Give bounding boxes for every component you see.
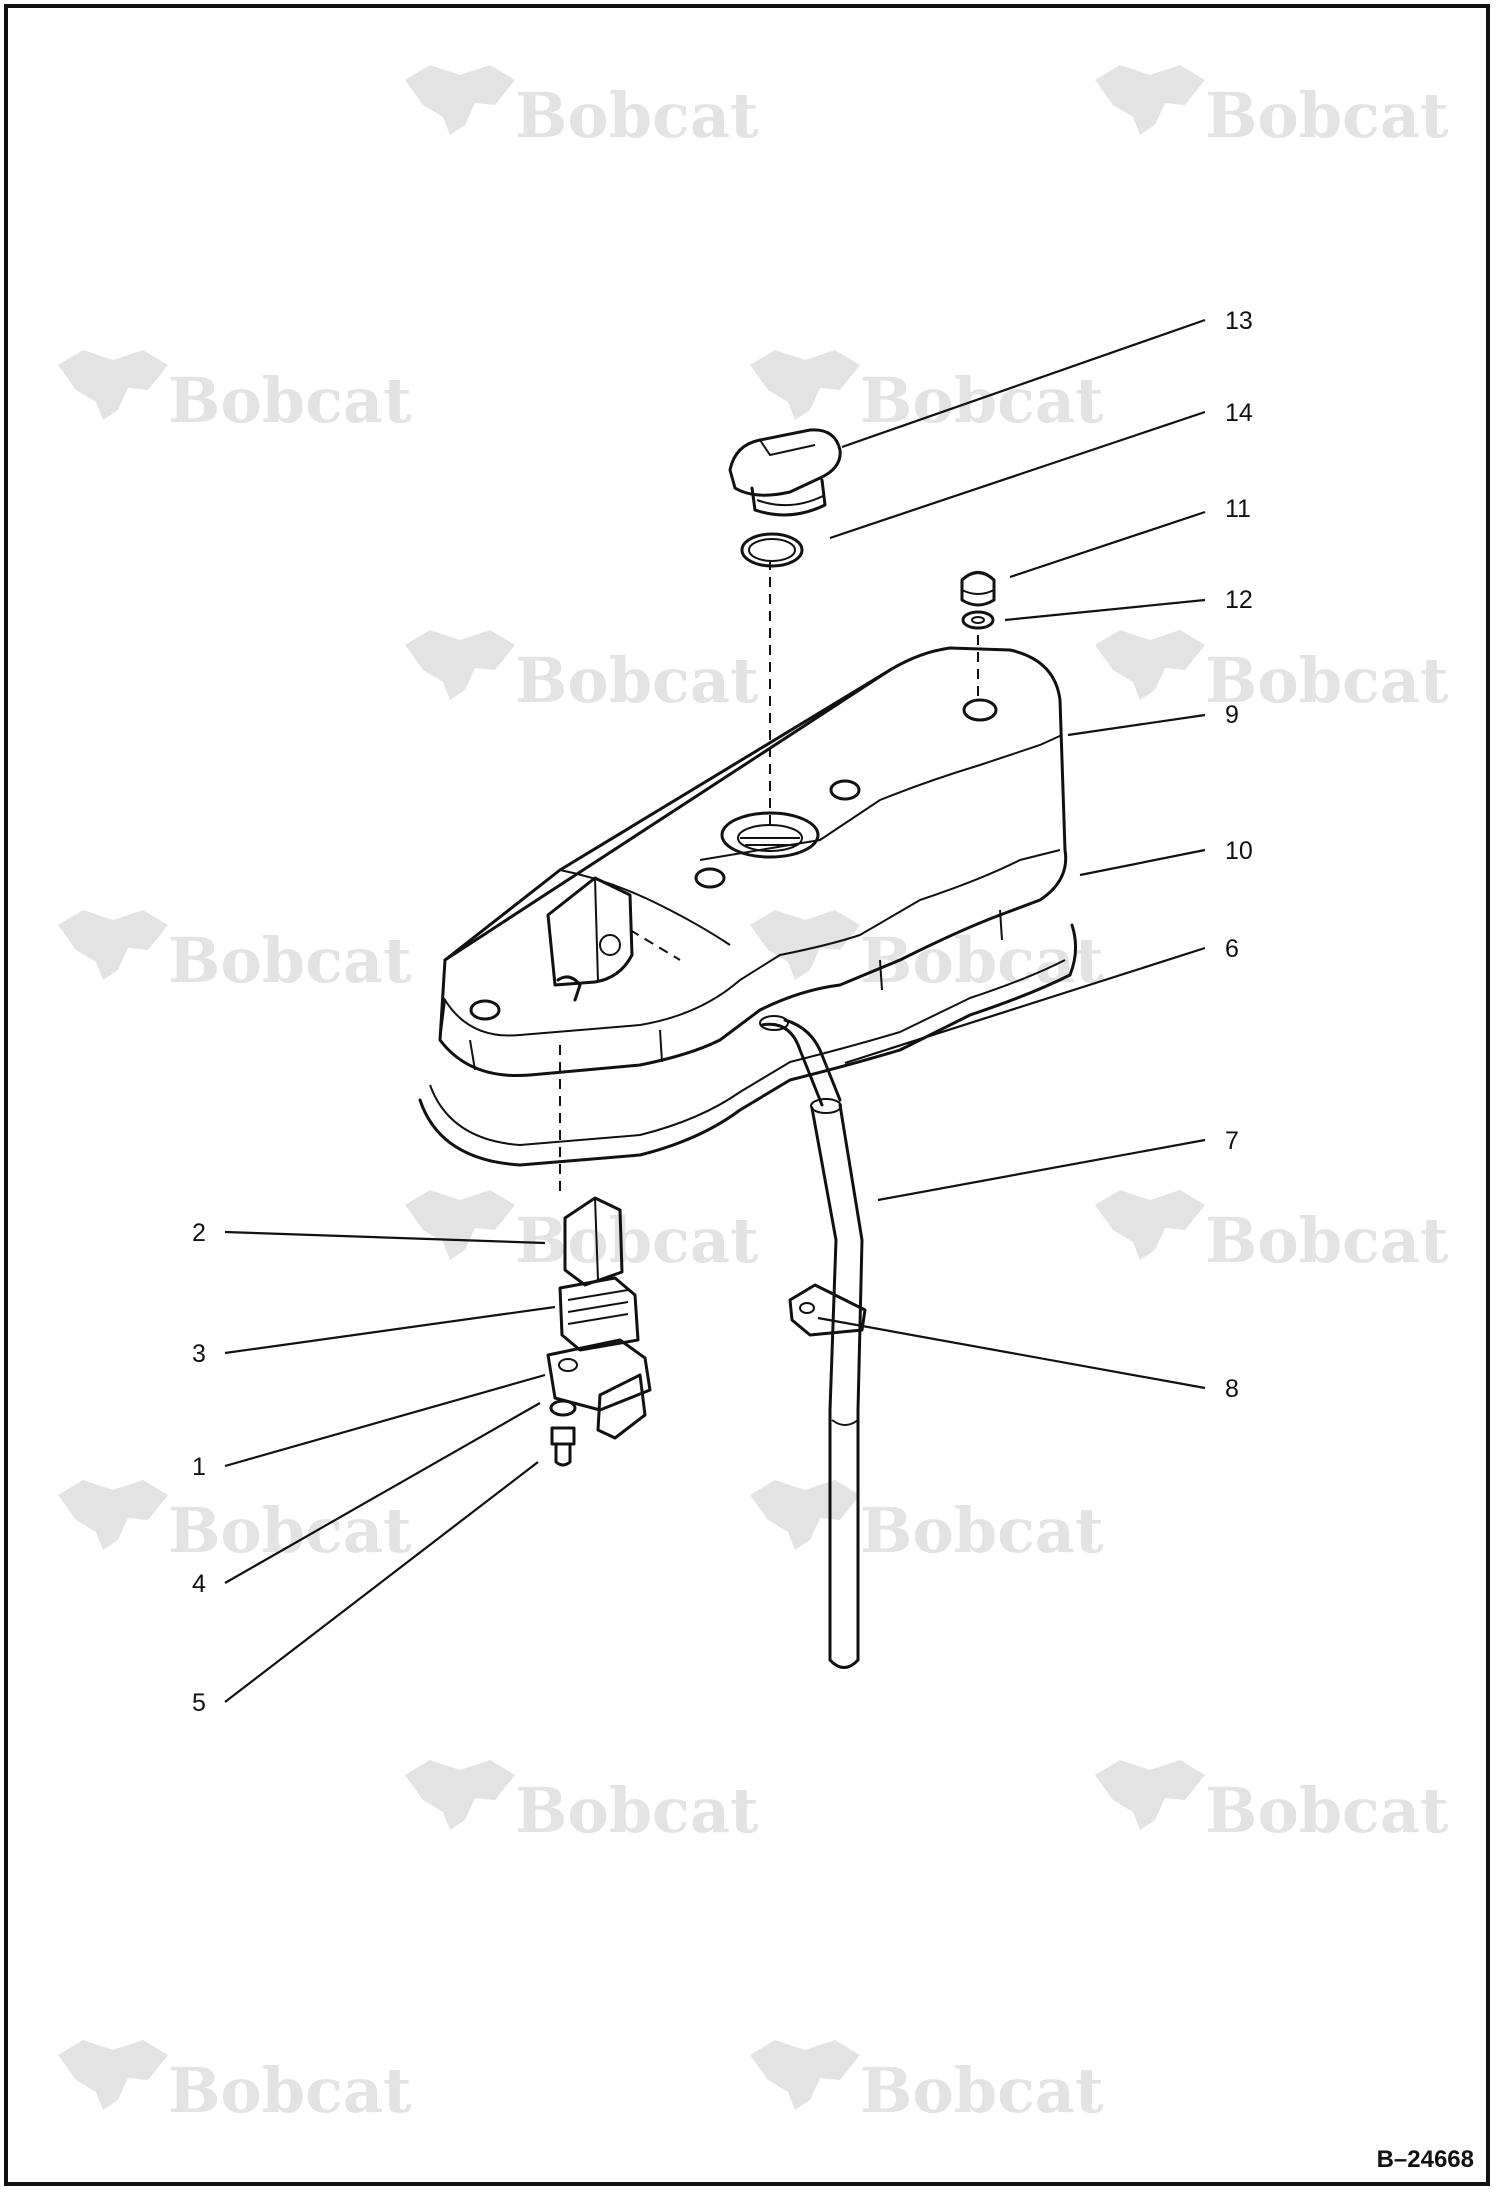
bolt — [550, 1426, 576, 1467]
callout-8: 8 — [1225, 1375, 1239, 1403]
callout-2: 2 — [192, 1219, 206, 1247]
watermark-logo: Bobcat — [1095, 1760, 1449, 1847]
watermark-logo: Bobcat — [58, 350, 412, 437]
callout-9: 9 — [1225, 701, 1239, 729]
watermark-text: Bobcat — [168, 1494, 412, 1567]
watermark-logo: Bobcat — [750, 2040, 1104, 2127]
watermark-logo: Bobcat — [58, 2040, 412, 2127]
watermark-text: Bobcat — [168, 2054, 412, 2127]
watermark-text: Bobcat — [515, 1204, 759, 1277]
watermark-text: Bobcat — [1205, 79, 1449, 152]
watermark-logo: Bobcat — [1095, 630, 1449, 717]
callout-7: 7 — [1225, 1127, 1239, 1155]
watermark-logo: Bobcat — [405, 65, 759, 152]
hose-axis — [629, 929, 681, 961]
watermark-logo: Bobcat — [1095, 1190, 1449, 1277]
seal-washer — [961, 610, 995, 630]
leader-lines — [224, 318, 1206, 1703]
watermark-logo: Bobcat — [405, 1760, 759, 1847]
callout-3: 3 — [192, 1340, 206, 1368]
diagram-frame — [4, 4, 1490, 2186]
watermark-logo: Bobcat — [405, 630, 759, 717]
watermark-text: Bobcat — [515, 79, 759, 152]
watermark-logo: Bobcat — [750, 910, 1104, 997]
watermark-text: Bobcat — [860, 364, 1104, 437]
watermark-text: Bobcat — [1205, 644, 1449, 717]
cap-nut — [960, 571, 996, 607]
callout-1: 1 — [192, 1453, 206, 1481]
watermark-logo: Bobcat — [750, 350, 1104, 437]
watermark-logo: Bobcat — [58, 910, 412, 997]
callout-5: 5 — [192, 1689, 206, 1717]
watermark-text: Bobcat — [1205, 1204, 1449, 1277]
watermark-text: Bobcat — [168, 364, 412, 437]
breather-hose — [759, 1015, 842, 1107]
watermark-layer: Bobcat Bobcat Bobcat Bobcat Bobcat Bobca… — [58, 65, 1449, 2127]
watermark-logo: Bobcat — [1095, 65, 1449, 152]
watermark-text: Bobcat — [860, 1494, 1104, 1567]
watermark-text: Bobcat — [1205, 1774, 1449, 1847]
lifting-eye-cap — [563, 1196, 624, 1287]
watermark-logo: Bobcat — [750, 1480, 1104, 1567]
watermark-text: Bobcat — [860, 2054, 1104, 2127]
figure-id: B–24668 — [1376, 2146, 1474, 2173]
cover-gasket — [418, 923, 1077, 1167]
cylinder-head-cover — [438, 646, 1068, 1078]
callout-labels: 13 14 11 12 9 10 6 7 8 2 3 1 4 5 — [192, 307, 1253, 1717]
watermark-text: Bobcat — [515, 644, 759, 717]
lifting-bracket — [546, 1338, 652, 1440]
callout-12: 12 — [1225, 586, 1253, 614]
bracket-spacer — [558, 1276, 640, 1352]
watermark-logo: Bobcat — [405, 1190, 759, 1277]
callout-6: 6 — [1225, 935, 1239, 963]
callout-14: 14 — [1225, 399, 1253, 427]
o-ring — [740, 532, 804, 568]
callout-4: 4 — [192, 1570, 206, 1598]
washer — [549, 1399, 577, 1417]
tube-clamp — [788, 1283, 867, 1337]
breather-tube — [810, 1098, 864, 1669]
watermark-text: Bobcat — [515, 1774, 759, 1847]
callout-10: 10 — [1225, 837, 1253, 865]
watermark-text: Bobcat — [168, 924, 412, 997]
oil-filler-cap — [728, 428, 842, 517]
callout-13: 13 — [1225, 307, 1253, 335]
watermark-logo: Bobcat — [58, 1480, 412, 1567]
callout-11: 11 — [1225, 495, 1251, 523]
